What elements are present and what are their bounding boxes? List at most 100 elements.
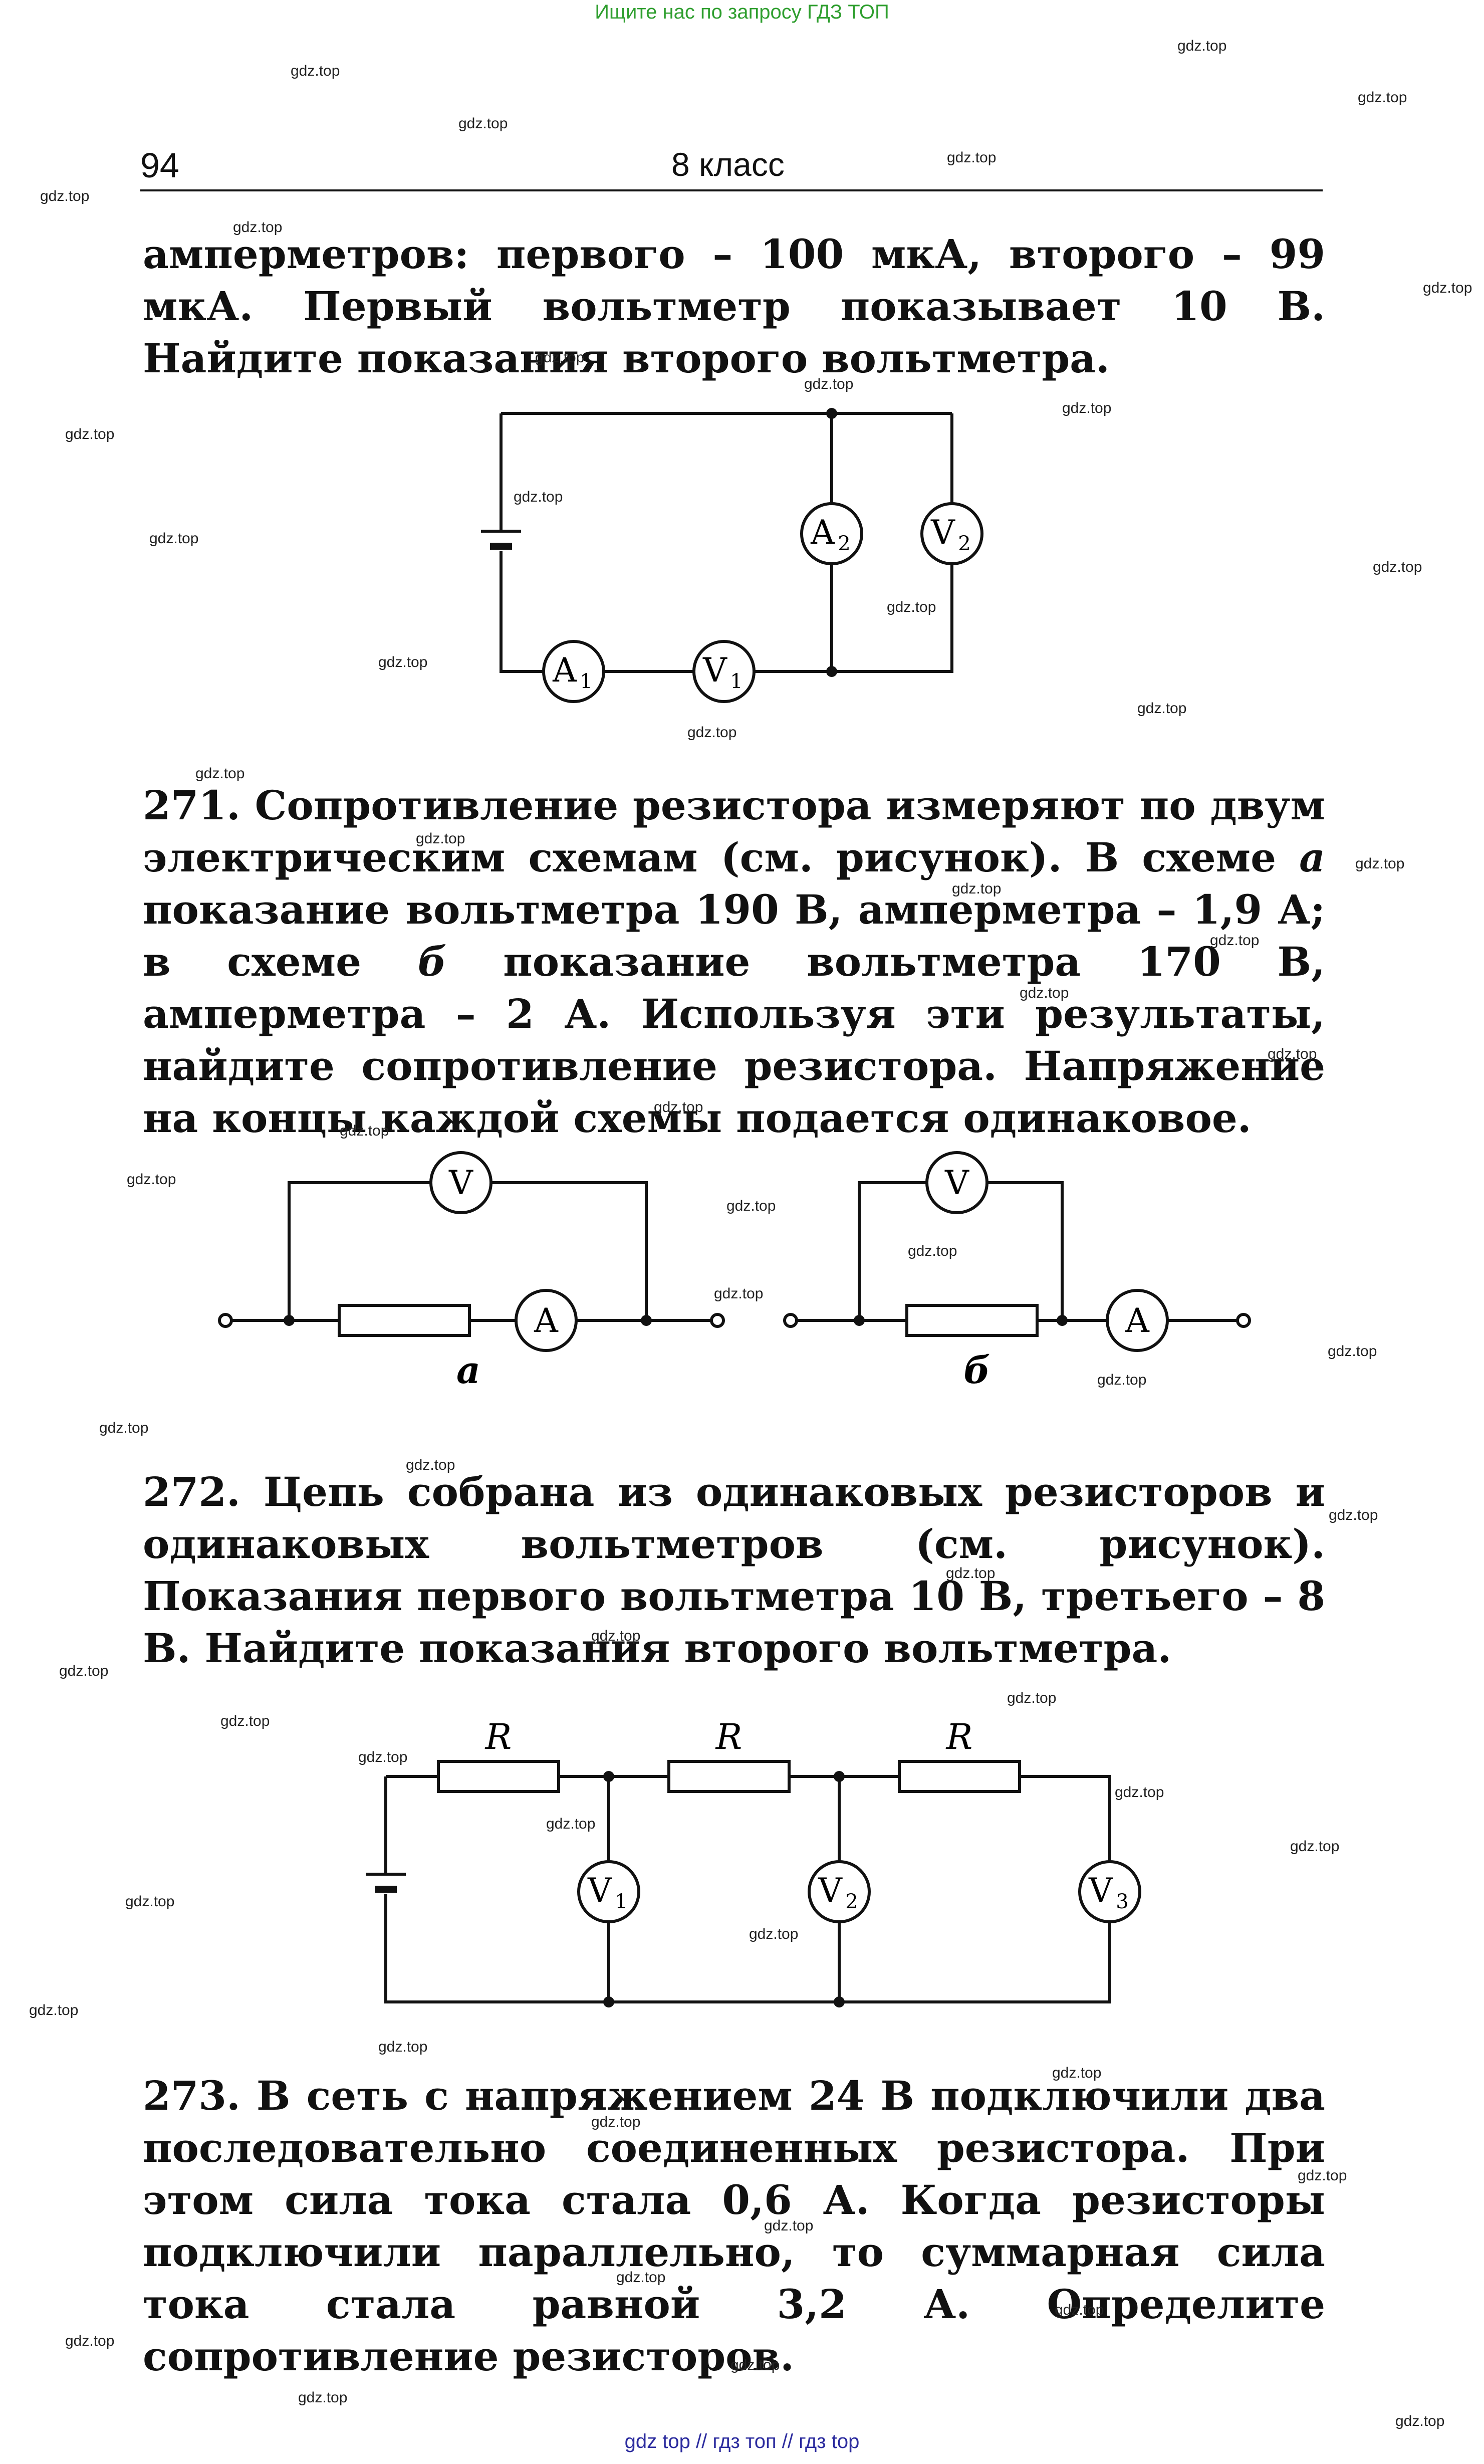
watermark: gdz.top	[378, 2039, 428, 2055]
meter-letter: V	[1088, 1871, 1113, 1910]
problem-text: В сеть с напряжением 24 В подключили два…	[143, 2072, 1325, 2380]
watermark: gdz.top	[1097, 1372, 1147, 1388]
watermark: gdz.top	[1373, 559, 1422, 575]
watermark: gdz.top	[40, 188, 90, 204]
watermark: gdz.top	[616, 2269, 666, 2286]
watermark: gdz.top	[952, 880, 1002, 897]
watermark: gdz.top	[535, 349, 585, 366]
resistor	[338, 1304, 471, 1337]
junction-dot	[854, 1315, 865, 1326]
problem-number: 272.	[143, 1468, 240, 1515]
watermark: gdz.top	[59, 1663, 109, 1679]
resistor	[898, 1760, 1021, 1793]
meter-subscript: 2	[838, 532, 850, 555]
intro-text: амперметров: первого – 100 мкА, второго …	[143, 231, 1325, 382]
watermark: gdz.top	[1395, 2413, 1445, 2429]
junction-dot	[603, 1996, 614, 2007]
meter-subscript: 3	[1116, 1890, 1128, 1913]
terminal	[1236, 1313, 1251, 1328]
watermark: gdz.top	[654, 1099, 703, 1115]
meter-letter: V	[818, 1871, 843, 1910]
intro-paragraph: амперметров: первого – 100 мкА, второго …	[143, 228, 1325, 384]
watermark: gdz.top	[726, 1198, 776, 1214]
resistor-label: R	[715, 1716, 743, 1757]
watermark: gdz.top	[749, 1926, 799, 1942]
junction-dot	[826, 408, 837, 419]
watermark: gdz.top	[1210, 932, 1260, 949]
meter-letter: V	[944, 1164, 969, 1202]
meter-subscript: 1	[615, 1890, 627, 1913]
problem-272: 272. Цепь собрана из одинаковых резистор…	[143, 1466, 1325, 1674]
junction-dot	[1057, 1315, 1068, 1326]
scheme-b-label: б	[963, 1349, 990, 1392]
watermark: gdz.top	[1328, 1343, 1377, 1360]
watermark: gdz.top	[298, 2389, 348, 2406]
watermark: gdz.top	[416, 830, 465, 847]
problem-text: Сопротивление резистора измеряют по двум…	[143, 782, 1325, 881]
watermark: gdz.top	[730, 2357, 780, 2373]
meter-subscript: 1	[580, 670, 592, 693]
watermark: gdz.top	[125, 1893, 175, 1910]
terminal	[710, 1313, 725, 1328]
problem-number: 271.	[143, 782, 240, 829]
terminal	[783, 1313, 798, 1328]
watermark: gdz.top	[546, 1816, 596, 1832]
voltmeter-v1: V 1	[577, 1860, 640, 1923]
resistor	[905, 1304, 1039, 1337]
meter-letter: A	[1125, 1301, 1150, 1340]
meter-subscript: 2	[845, 1890, 858, 1913]
ammeter-a2: A 2	[800, 502, 863, 565]
resistor	[667, 1760, 791, 1793]
watermark: gdz.top	[1358, 89, 1407, 106]
ammeter-b: A	[1106, 1289, 1169, 1352]
watermark: gdz.top	[1290, 1838, 1340, 1855]
meter-letter: V	[587, 1871, 612, 1910]
circuit-figure-1: A 2 V 2 A 1 V 1	[481, 408, 983, 703]
watermark: gdz.top	[1423, 280, 1472, 296]
header-rule	[140, 189, 1323, 191]
watermark: gdz.top	[591, 2114, 641, 2130]
resistor-label: R	[484, 1716, 512, 1757]
resistor	[437, 1760, 560, 1793]
watermark: gdz.top	[29, 2002, 79, 2019]
junction-dot	[834, 1996, 845, 2007]
watermark: gdz.top	[947, 149, 997, 166]
meter-letter: V	[930, 513, 955, 552]
watermark: gdz.top	[1115, 1784, 1164, 1801]
scheme-a-label: а	[456, 1349, 480, 1392]
watermark: gdz.top	[233, 219, 283, 236]
problem-text: показание вольтметра 170 В, амперметра –…	[143, 938, 1325, 1142]
watermark: gdz.top	[1137, 700, 1187, 717]
watermark: gdz.top	[1355, 855, 1405, 872]
watermark: gdz.top	[406, 1457, 455, 1473]
watermark: gdz.top	[458, 115, 508, 132]
terminal	[218, 1313, 233, 1328]
meter-letter: A	[534, 1301, 559, 1340]
watermark: gdz.top	[1329, 1507, 1378, 1523]
voltmeter-v1: V 1	[692, 640, 756, 703]
watermark: gdz.top	[149, 530, 199, 547]
watermark: gdz.top	[195, 765, 245, 782]
watermark: gdz.top	[804, 376, 854, 392]
watermark: gdz.top	[1177, 38, 1227, 54]
meter-letter: V	[448, 1164, 473, 1202]
watermark: gdz.top	[291, 63, 340, 79]
running-title: 8 класс	[671, 146, 785, 183]
voltmeter-v3: V 3	[1078, 1860, 1141, 1923]
circuit-figure-3: R R R V 1 V 2 V 3	[366, 1716, 1141, 2007]
watermark: gdz.top	[764, 2217, 814, 2234]
watermark: gdz.top	[1052, 2065, 1102, 2081]
top-banner: Ищите нас по запросу ГДЗ ТОП	[595, 1, 889, 23]
meter-letter: A	[552, 651, 577, 690]
watermark: gdz.top	[1020, 985, 1069, 1001]
watermark: gdz.top	[908, 1243, 957, 1259]
meter-letter: V	[702, 651, 727, 690]
circuit-figure-2: V A V A а б	[218, 1151, 1251, 1392]
page-number: 94	[140, 146, 179, 185]
watermark: gdz.top	[1268, 1046, 1317, 1062]
voltmeter-v2: V 2	[920, 502, 983, 565]
watermark: gdz.top	[127, 1171, 176, 1188]
junction-dot	[641, 1315, 652, 1326]
watermark: gdz.top	[340, 1123, 389, 1139]
scheme-label: а	[1299, 834, 1325, 881]
